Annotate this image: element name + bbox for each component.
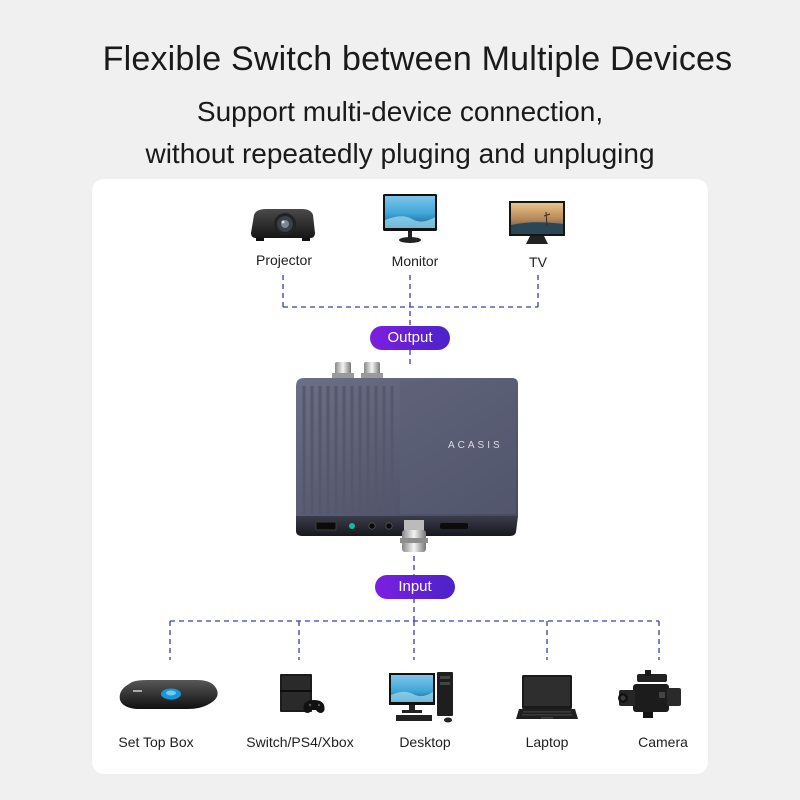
monitor-icon	[383, 194, 437, 243]
projector-icon	[251, 209, 315, 241]
input-device-camera-label: Camera	[638, 734, 688, 750]
camera-icon	[618, 670, 681, 718]
desktop-icon	[389, 672, 453, 723]
capture-device: ACASIS	[296, 362, 518, 552]
laptop-icon	[516, 675, 578, 719]
subtitle-line-1: Support multi-device connection,	[196, 96, 604, 127]
device-brand-label: ACASIS	[448, 440, 503, 451]
output-device-monitor-label: Monitor	[391, 253, 439, 269]
subtitle-line-2: without repeatedly pluging and unpluging	[145, 138, 655, 169]
output-device-tv-label: TV	[529, 254, 547, 270]
input-device-desktop-label: Desktop	[399, 734, 451, 750]
input-device-game-console-label: Switch/PS4/Xbox	[246, 734, 354, 750]
set-top-box-icon	[119, 680, 218, 709]
input-device-set-top-box-label: Set Top Box	[118, 734, 194, 750]
output-badge: Output	[370, 326, 450, 350]
game-console-icon	[280, 674, 325, 713]
output-device-projector-label: Projector	[255, 252, 313, 268]
tv-icon	[509, 201, 565, 244]
input-badge: Input	[375, 575, 455, 599]
input-device-laptop-label: Laptop	[525, 734, 569, 750]
page-title: Flexible Switch between Multiple Devices	[102, 40, 733, 78]
